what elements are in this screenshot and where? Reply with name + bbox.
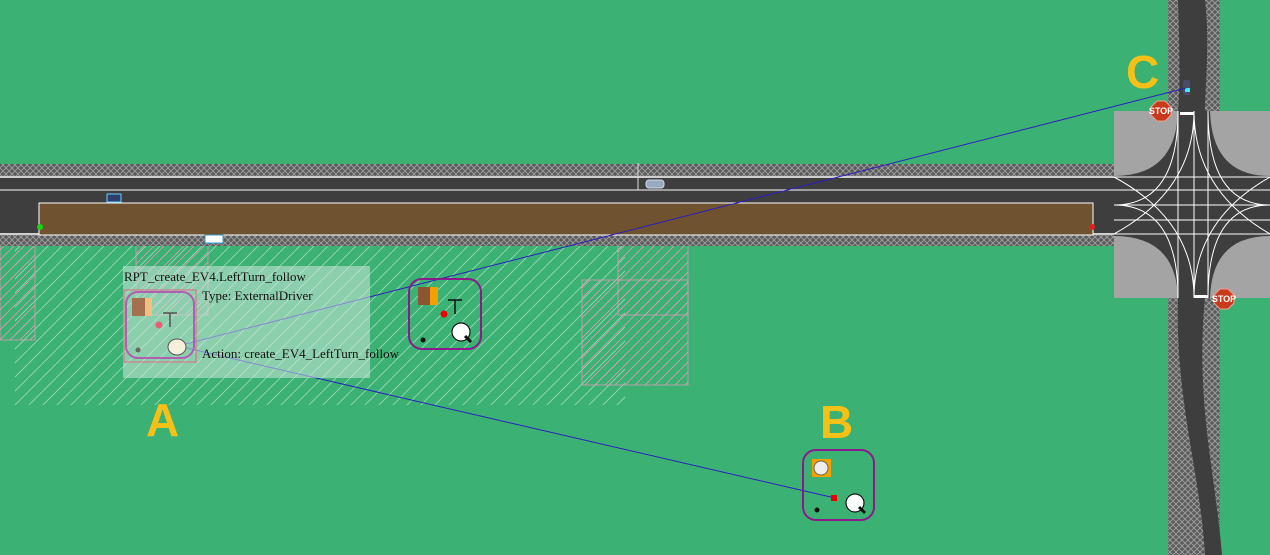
t-icon [163,312,177,327]
marker-a: A [146,394,179,446]
stop-sign-label: STOP [1149,106,1173,116]
intersection[interactable] [1113,0,1270,555]
selected-trigger[interactable]: RPT_create_EV4.LeftTurn_follow Type: Ext… [123,266,400,378]
stop-sign-label: STOP [1212,294,1236,304]
median-path[interactable] [38,202,1094,236]
vehicle-2[interactable] [204,234,224,244]
marker-c: C [1126,46,1159,98]
stop-sign-north[interactable]: STOP [1149,100,1173,122]
trigger-type: Type: ExternalDriver [202,288,313,303]
trigger-name: RPT_create_EV4.LeftTurn_follow [124,269,306,284]
hand-icon [167,338,187,356]
stop-sign-south[interactable]: STOP [1212,288,1236,310]
vehicle-1[interactable] [106,193,122,203]
vehicle-3[interactable] [645,179,665,189]
path-start-point[interactable] [37,224,43,230]
vehicle-c[interactable] [1183,80,1190,95]
trigger-action: Action: create_EV4_LeftTurn_follow [202,346,400,361]
trigger-object-b[interactable] [802,449,875,521]
horizontal-road[interactable] [0,163,1270,246]
marker-b: B [820,396,853,448]
path-end-point[interactable] [1089,224,1095,230]
trigger-object-2[interactable] [408,278,482,350]
t-icon [448,299,462,314]
